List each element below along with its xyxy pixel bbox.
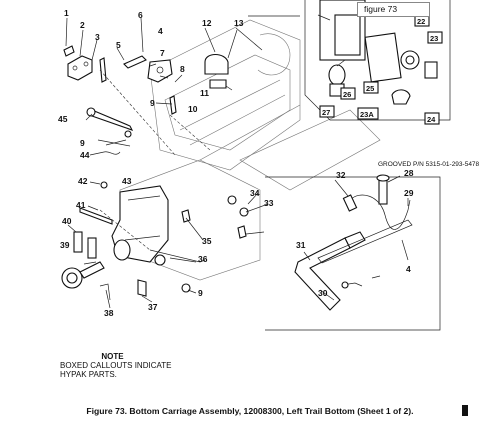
callout-43: 43 xyxy=(122,176,132,186)
callout-39: 39 xyxy=(60,240,70,250)
callout-29: 29 xyxy=(404,188,414,198)
left-parts xyxy=(61,45,249,301)
figure-tab-label: figure 73 xyxy=(357,2,430,17)
callout-42: 42 xyxy=(78,176,88,186)
boxed-callout-26-box xyxy=(340,87,356,100)
note-line: BOXED CALLOUTS INDICATE xyxy=(60,361,172,370)
boxed-callout-23a: 23A xyxy=(360,110,374,119)
callout-5: 5 xyxy=(116,40,121,50)
grooved-part-label: GROOVED P/N 5315-01-293-5478 xyxy=(378,161,480,168)
callout-35: 35 xyxy=(202,236,212,246)
callout-45: 45 xyxy=(58,114,68,124)
boxed-callout-25-box xyxy=(363,81,379,94)
callout-28: 28 xyxy=(404,168,414,178)
callout-9c: 9 xyxy=(198,288,203,298)
callout-7: 7 xyxy=(160,48,165,58)
boxed-callouts: 22 23 25 26 27 23A 24 xyxy=(319,14,443,125)
callout-3: 3 xyxy=(95,32,100,42)
note-line: HYPAK PARTS. xyxy=(60,370,117,379)
callout-33: 33 xyxy=(264,198,274,208)
callout-38: 38 xyxy=(104,308,114,318)
boxed-callout-27: 27 xyxy=(322,108,330,117)
callout-8: 8 xyxy=(180,64,185,74)
callout-12: 12 xyxy=(202,18,212,28)
end-of-page-mark xyxy=(462,405,468,416)
boxed-callout-26: 26 xyxy=(343,90,351,99)
callout-numbers: 1 2 3 5 6 4 7 8 9 9 9 10 11 12 13 45 44 … xyxy=(58,8,414,318)
boxed-callout-22: 22 xyxy=(417,17,425,26)
callout-9a: 9 xyxy=(150,98,155,108)
callout-6: 6 xyxy=(138,10,143,20)
carriage-body-outline xyxy=(119,19,381,281)
boxed-callout-24-box xyxy=(424,112,440,125)
callout-44: 44 xyxy=(80,150,90,160)
callout-2: 2 xyxy=(80,20,85,30)
callout-31: 31 xyxy=(296,240,306,250)
callout-41: 41 xyxy=(76,200,86,210)
callout-4b: 4 xyxy=(406,264,411,274)
callout-32: 32 xyxy=(336,170,346,180)
note-title: NOTE xyxy=(101,352,124,361)
callout-30: 30 xyxy=(318,288,328,298)
boxed-callout-27-box xyxy=(319,105,335,118)
callout-13: 13 xyxy=(234,18,244,28)
boxed-callout-23a-box xyxy=(357,107,379,120)
figure-caption: Figure 73. Bottom Carriage Assembly, 120… xyxy=(86,406,414,416)
callout-40: 40 xyxy=(62,216,72,226)
callout-34: 34 xyxy=(250,188,260,198)
boxed-callout-25: 25 xyxy=(366,84,374,93)
note-block: NOTE BOXED CALLOUTS INDICATE HYPAK PARTS… xyxy=(60,352,171,379)
callout-10: 10 xyxy=(188,104,198,114)
trail-inset xyxy=(265,174,441,331)
callout-1: 1 xyxy=(64,8,69,18)
boxed-callout-23: 23 xyxy=(430,34,438,43)
leader-lines xyxy=(65,15,409,309)
callout-4: 4 xyxy=(158,26,163,36)
callout-11: 11 xyxy=(200,88,209,98)
boxed-callout-24: 24 xyxy=(427,115,436,124)
callout-37: 37 xyxy=(148,302,158,312)
callout-36: 36 xyxy=(198,254,208,264)
callout-9b: 9 xyxy=(80,138,85,148)
boxed-callout-23-box xyxy=(427,31,443,44)
